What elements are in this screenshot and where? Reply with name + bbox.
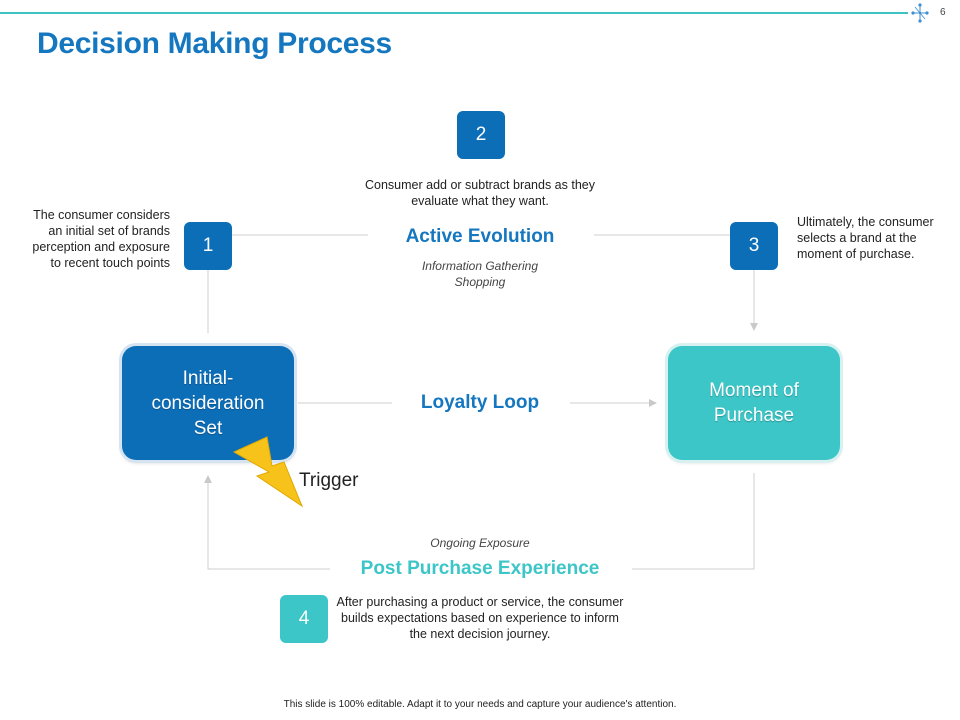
step-3-badge: 3 — [730, 222, 778, 270]
step-4-badge: 4 — [280, 595, 328, 643]
step-2-text: Consumer add or subtract brands as they … — [365, 178, 595, 208]
network-icon — [911, 3, 929, 23]
page-title: Decision Making Process — [37, 27, 392, 60]
post-purchase-label: Post Purchase Experience — [360, 558, 600, 579]
ongoing-exposure-label: Ongoing Exposure — [430, 536, 530, 550]
trigger-label: Trigger — [299, 470, 359, 491]
lightning-icon — [233, 436, 304, 508]
page-number: 6 — [940, 7, 946, 18]
step-4-text: After purchasing a product or service, t… — [336, 595, 624, 641]
step-1-text: The consumer considers an initial set of… — [32, 208, 170, 270]
line-purchase-down — [632, 473, 755, 570]
footer-note: This slide is 100% editable. Adapt it to… — [283, 699, 677, 710]
step-2-badge: 2 — [457, 111, 505, 159]
moment-of-purchase-box: Moment of Purchase — [668, 346, 840, 460]
moment-of-purchase-label: Moment of Purchase — [709, 380, 799, 426]
step-1-badge: 1 — [184, 222, 232, 270]
initial-consideration-label: Initial-consideration Set — [151, 367, 265, 439]
loyalty-loop-label: Loyalty Loop — [420, 392, 540, 413]
step-3-text: Ultimately, the consumer selects a brand… — [797, 215, 934, 261]
active-evolution-sub: Information Gathering Shopping — [421, 259, 539, 289]
top-rule — [0, 12, 908, 14]
active-evolution-label: Active Evolution — [405, 226, 555, 247]
